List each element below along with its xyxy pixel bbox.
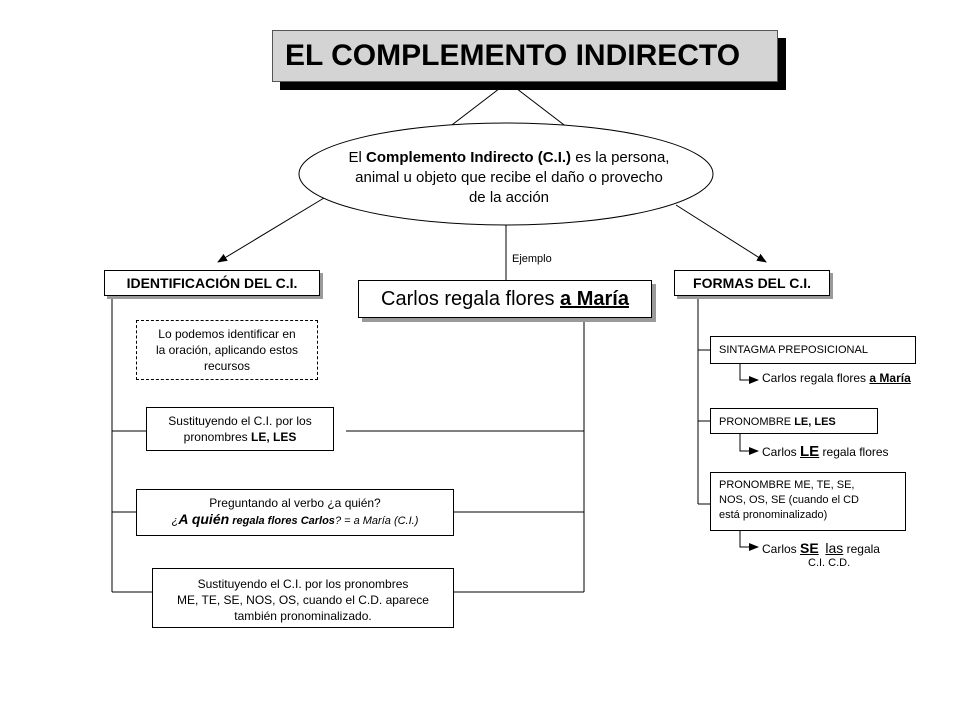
form1-example-highlight: a María [869,371,911,385]
definition-line1-pre: El [348,149,367,166]
page-title: EL COMPLEMENTO INDIRECTO [272,30,778,82]
form1-example-text: Carlos regala flores [762,371,870,385]
form1-example: Carlos regala flores a María [762,371,911,385]
form3-example-post: regala [843,542,880,556]
identification-intro: Lo podemos identificar en la oración, ap… [136,320,318,380]
example-label: Ejemplo [512,253,552,265]
example-highlight: a María [560,288,629,310]
resource2-post: ? = a María (C.I.) [334,515,419,527]
resource1-line1: Sustituyendo el C.I. por los [168,414,312,428]
form3-example-pre: Carlos [762,542,801,556]
form3-example-se: SE [800,540,819,556]
resource2-bold: A quién [178,511,230,527]
definition-text: El Complemento Indirecto (C.I.) es la pe… [312,148,706,208]
resource2-mid: regala flores Carlos [229,515,335,527]
resource-pronominal-substitution: Sustituyendo el C.I. por los pronombres … [152,568,454,628]
identification-header: IDENTIFICACIÓN DEL C.I. [104,270,320,296]
resource-pronoun-substitution: Sustituyendo el C.I. por los pronombres … [146,407,334,451]
definition-line1-post: es la persona, [571,149,670,166]
form2-example-post: regala flores [819,445,889,459]
definition-line3: de la acción [468,189,550,206]
form3-line3: está pronominalizado) [719,509,828,521]
resource3-line3: también pronominalizado. [234,609,372,623]
resource1-line2-pre: pronombres [183,430,252,444]
resource1-pronouns: LE, LES [251,430,297,444]
resource2-line1: Preguntando al verbo ¿a quién? [209,496,381,510]
intro-line2: la oración, aplicando estos [155,343,299,357]
example-sentence: Carlos regala flores a María [358,280,652,318]
form2-example-highlight: LE [800,443,820,460]
form3-line2: NOS, OS, SE (cuando el CD [719,494,859,506]
forms-header: FORMAS DEL C.I. [674,270,830,296]
definition-term: Complemento Indirecto (C.I.) [366,149,572,166]
form3-line1: PRONOMBRE ME, TE, SE, [719,479,855,491]
form-pronoun-me-te-se: PRONOMBRE ME, TE, SE, NOS, OS, SE (cuand… [710,472,906,531]
resource3-line1: Sustituyendo el C.I. por los pronombres [197,577,409,591]
form2-label-pre: PRONOMBRE [719,416,795,428]
definition-line2: animal u objeto que recibe el daño o pro… [355,169,663,186]
form3-example-sub: C.I. C.D. [808,557,851,569]
resource2-q: ¿ [171,515,179,527]
form-prepositional-phrase: SINTAGMA PREPOSICIONAL [710,336,916,364]
form2-example: Carlos LE regala flores [762,443,889,460]
resource3-line2: ME, TE, SE, NOS, OS, cuando el C.D. apar… [177,593,429,607]
example-text: Carlos regala flores [381,288,561,310]
form2-label-bold: LE, LES [794,416,836,428]
intro-line1: Lo podemos identificar en [158,327,296,341]
form2-example-pre: Carlos [762,445,801,459]
form3-example-las: las [825,540,844,556]
intro-line3: recursos [203,359,250,373]
form-pronoun-le-les: PRONOMBRE LE, LES [710,408,878,434]
resource-question: Preguntando al verbo ¿a quién? ¿A quién … [136,489,454,536]
